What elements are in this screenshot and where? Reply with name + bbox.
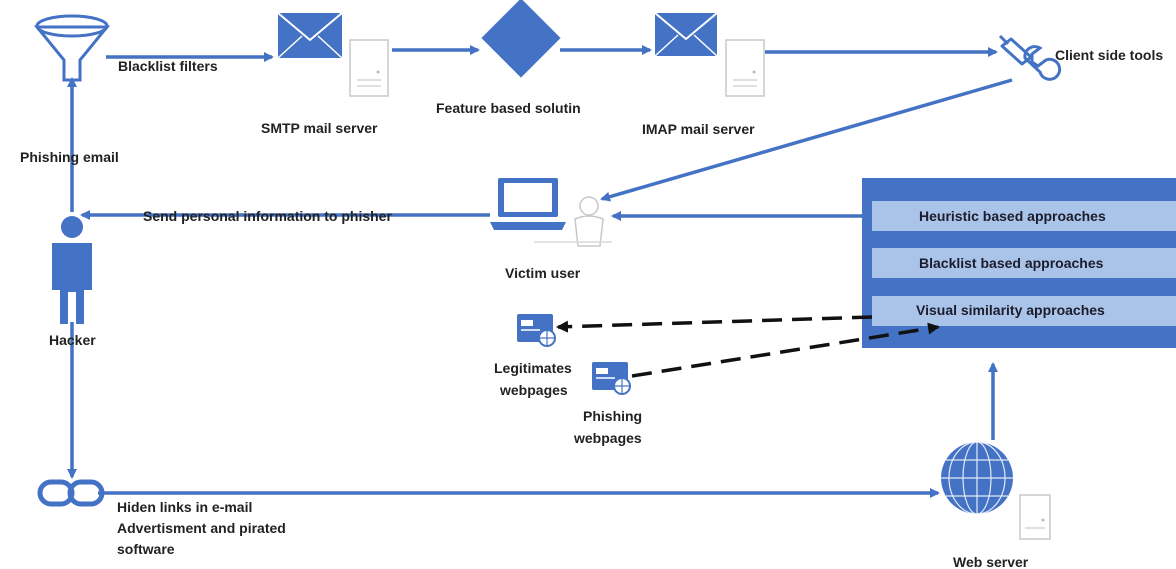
hacker-person-icon bbox=[52, 216, 92, 324]
victim-user-label: Victim user bbox=[505, 265, 581, 281]
blacklist-filters-label: Blacklist filters bbox=[118, 58, 218, 74]
hidden-links-label-2: Advertisment and pirated bbox=[117, 520, 286, 536]
link-icon bbox=[37, 479, 105, 507]
phish-pages-label-1: Phishing bbox=[583, 408, 642, 424]
wrench-icon bbox=[998, 34, 1062, 81]
visual-row bbox=[872, 296, 1176, 326]
dashed-arrow-phish-to-visual bbox=[631, 322, 940, 378]
smtp-envelope-icon bbox=[277, 12, 343, 59]
phishing-email-label: Phishing email bbox=[20, 149, 119, 165]
imap-server-icon bbox=[725, 39, 765, 97]
legit-pages-label-2: webpages bbox=[499, 382, 568, 398]
blacklist-row bbox=[872, 248, 1176, 278]
client-tools-label: Client side tools bbox=[1055, 47, 1163, 63]
laptop-icon bbox=[490, 178, 566, 230]
heuristic-label: Heuristic based approaches bbox=[919, 208, 1106, 224]
dashed-connectors bbox=[556, 315, 940, 378]
imap-envelope-icon bbox=[654, 12, 718, 57]
send-info-label: Send personal information to phisher bbox=[143, 208, 392, 224]
dashed-arrow-to-legit bbox=[556, 315, 873, 333]
imap-server-label: IMAP mail server bbox=[642, 121, 755, 137]
smtp-server-icon bbox=[349, 39, 389, 97]
visual-label: Visual similarity approaches bbox=[916, 302, 1105, 318]
heuristic-row bbox=[872, 201, 1176, 231]
blacklist-label: Blacklist based approaches bbox=[919, 255, 1104, 271]
legit-pages-label-1: Legitimates bbox=[494, 360, 572, 376]
web-server-icon bbox=[1019, 494, 1051, 540]
funnel-icon bbox=[33, 14, 111, 82]
web-server-label: Web server bbox=[953, 554, 1029, 569]
hidden-links-label-3: software bbox=[117, 541, 175, 557]
victim-person-icon bbox=[534, 196, 612, 247]
phish-pages-label-2: webpages bbox=[573, 430, 642, 446]
connectors bbox=[67, 45, 1013, 498]
diamond-icon bbox=[481, 0, 561, 78]
approaches-panel: Heuristic based approaches Blacklist bas… bbox=[862, 178, 1176, 348]
smtp-server-label: SMTP mail server bbox=[261, 120, 378, 136]
hacker-label: Hacker bbox=[49, 332, 96, 348]
arrow-tools-to-victim bbox=[600, 78, 1013, 202]
globe-icon bbox=[941, 441, 1013, 515]
hidden-links-label-1: Hiden links in e-mail bbox=[117, 499, 252, 515]
legit-webpage-icon bbox=[517, 314, 556, 347]
phish-webpage-icon bbox=[592, 362, 631, 395]
feature-solution-label: Feature based solutin bbox=[436, 100, 581, 116]
